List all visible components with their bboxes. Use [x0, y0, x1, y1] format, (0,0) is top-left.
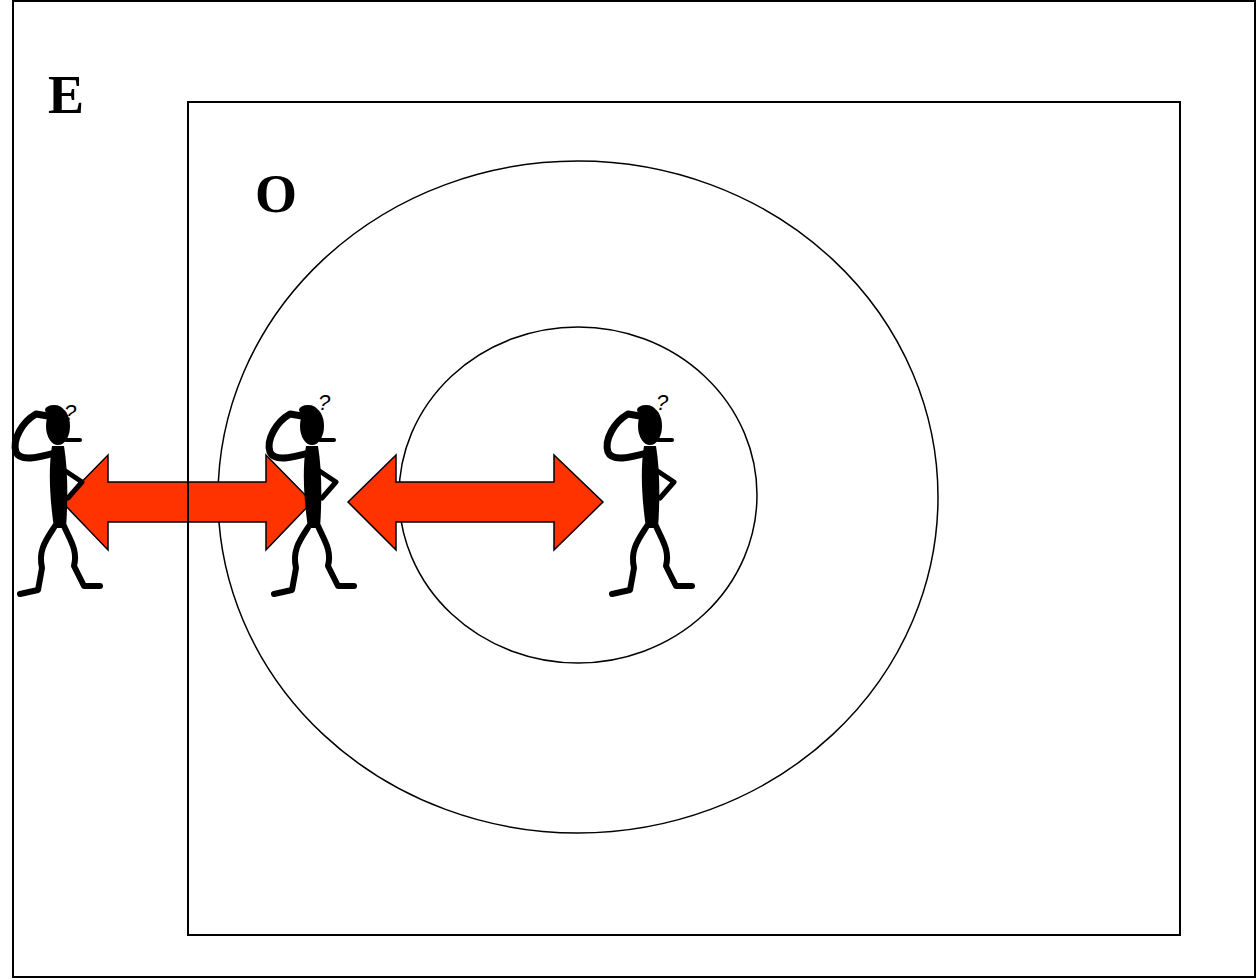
stick-figure — [15, 405, 100, 594]
organisation-box: O — [187, 101, 1181, 936]
stick-figure — [269, 405, 354, 594]
outer-circle — [218, 161, 938, 833]
question-mark: ? — [318, 392, 330, 414]
environment-box: EO — [12, 0, 1256, 978]
question-mark: ? — [64, 402, 76, 424]
stick-figure — [607, 405, 692, 594]
question-mark: ? — [656, 392, 668, 414]
region-letter: O — [255, 167, 297, 221]
region-letter: E — [48, 68, 84, 122]
double-arrow — [348, 455, 603, 550]
